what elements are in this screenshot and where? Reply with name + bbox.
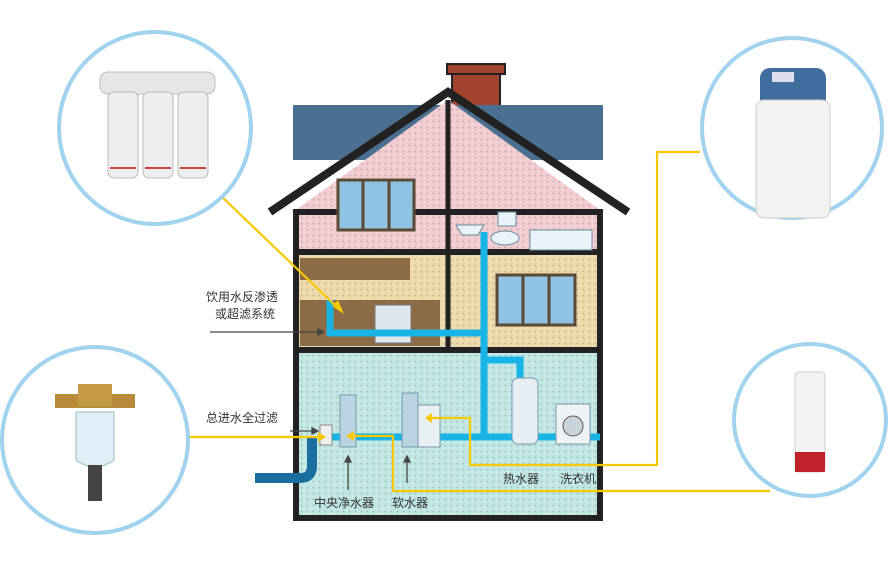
inlet-pipe: [255, 437, 317, 483]
label-central-purifier: 中央净水器: [314, 496, 375, 510]
water-heater-unit: [511, 377, 539, 445]
label-softener: 软水器: [392, 496, 429, 510]
softener-product: [700, 36, 884, 220]
label-ro-system-line2: 或超滤系统: [215, 307, 276, 321]
label-water-heater: 热水器: [503, 472, 540, 486]
connector-lines: [190, 150, 770, 493]
label-washing-machine: 洗衣机: [560, 472, 597, 486]
window: [336, 178, 577, 327]
label-pre-filter: 总进水全过滤: [206, 411, 279, 425]
central-purifier-product: [732, 342, 888, 498]
pre-filter-product: [0, 345, 190, 535]
ro-filter-product: [57, 30, 253, 226]
label-ro-system-line1: 饮用水反渗透: [206, 290, 279, 304]
